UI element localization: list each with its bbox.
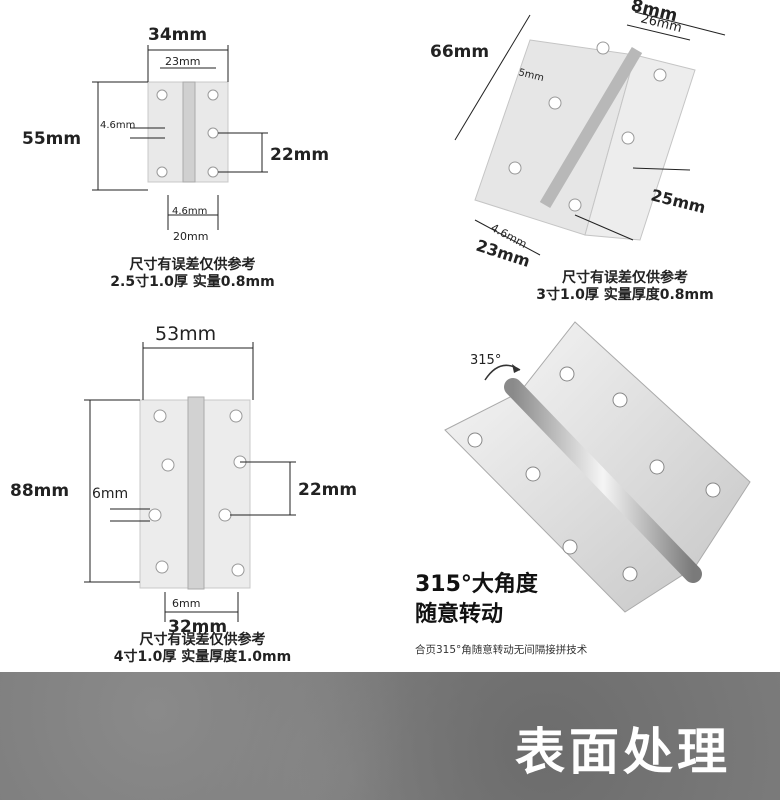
- banner-title: 表面处理: [515, 723, 731, 781]
- note-line-2: 2.5寸1.0厚 实量0.8mm: [110, 274, 275, 290]
- panel-divider: [385, 0, 395, 672]
- dim-inner-width: 23mm: [165, 55, 200, 68]
- dim-total-width: 34mm: [148, 25, 207, 45]
- hinge-photo-315: 315°: [444, 321, 751, 613]
- dim-pin: 6mm: [172, 597, 200, 610]
- headline-line-2: 随意转动: [415, 602, 504, 627]
- dim-height: 66mm: [430, 42, 489, 62]
- angle-label: 315°: [470, 353, 501, 368]
- dim-height: 55mm: [22, 129, 81, 149]
- dim-hole: 4.6mm: [100, 120, 135, 131]
- dim-pin: 4.6mm: [172, 206, 207, 217]
- hinge-diagram-1: 34mm 23mm 55mm 22mm 4.6mm 4.6mm 20mm: [22, 25, 329, 243]
- surface-treatment-banner: 表面处理: [0, 672, 780, 800]
- dim-hole-spacing: 22mm: [298, 480, 357, 500]
- dim-hole-spacing: 22mm: [270, 145, 329, 165]
- dim-hole: 6mm: [92, 486, 128, 502]
- dim-height: 88mm: [10, 481, 69, 501]
- note-line-2: 3寸1.0厚 实量厚度0.8mm: [536, 287, 714, 303]
- tolerance-note: 尺寸有误差仅供参考 3寸1.0厚 实量厚度0.8mm: [495, 270, 755, 304]
- hinge-diagram-2: 8mm 26mm 66mm 5mm 25mm 4.6mm 23mm: [430, 0, 726, 271]
- rotation-feature-panel: 315° 315°大角度 随意转动 合页315°角随意转动无间隔接拼技术: [395, 312, 780, 672]
- tolerance-note: 尺寸有误差仅供参考 2.5寸1.0厚 实量0.8mm: [80, 257, 305, 291]
- note-line-1: 尺寸有误差仅供参考: [562, 270, 688, 286]
- headline-line-1: 315°大角度: [415, 572, 538, 597]
- hinge-panel-2-5-inch: 34mm 23mm 55mm 22mm 4.6mm 4.6mm 20mm 尺寸有…: [0, 0, 385, 305]
- dim-total-width: 53mm: [155, 323, 216, 345]
- rotation-headline: 315°大角度 随意转动: [415, 570, 635, 630]
- dim-bottom-width: 20mm: [173, 230, 208, 243]
- hinge-diagram-3: 53mm 88mm 6mm 22mm 6mm 32mm: [10, 323, 357, 637]
- dim-bottom-width: 32mm: [168, 617, 227, 637]
- hinge-panel-3-inch: 8mm 26mm 66mm 5mm 25mm 4.6mm 23mm 尺寸有误差仅…: [395, 0, 780, 305]
- dim-hole-spacing: 25mm: [649, 185, 708, 217]
- note-line-2: 4寸1.0厚 实量厚度1.0mm: [113, 649, 292, 665]
- tolerance-note: 尺寸有误差仅供参考 4寸1.0厚 实量厚度1.0mm: [80, 632, 325, 666]
- hinge-panel-4-inch: 53mm 88mm 6mm 22mm 6mm 32mm 尺寸有误差仅供参考 4寸…: [0, 312, 385, 672]
- rotation-caption: 合页315°角随意转动无间隔接拼技术: [415, 644, 588, 656]
- note-line-1: 尺寸有误差仅供参考: [129, 257, 256, 273]
- note-line-1: 尺寸有误差仅供参考: [139, 632, 266, 648]
